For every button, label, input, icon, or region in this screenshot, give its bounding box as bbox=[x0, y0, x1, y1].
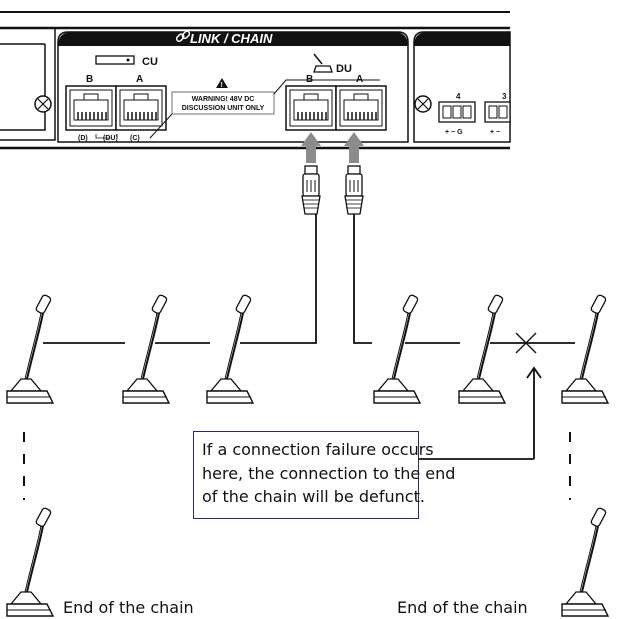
discussion-unit bbox=[561, 293, 613, 404]
screw-left bbox=[34, 95, 52, 113]
discussion-unit bbox=[206, 293, 258, 404]
cu-sub-label-du: (DU) bbox=[103, 135, 118, 142]
callout-line-3: of the chain will be defunct. bbox=[202, 487, 425, 506]
chain-cables bbox=[43, 214, 575, 460]
arrow-to-du-port-a bbox=[344, 132, 364, 163]
warning-triangle-icon bbox=[216, 78, 228, 88]
device-rear-panel: LINK / CHAIN CU B A (D) (DU) (C) ! bbox=[0, 11, 511, 150]
discussion-unit bbox=[122, 293, 174, 404]
microphone-unit-icon bbox=[313, 53, 333, 73]
end-of-chain-label-left: End of the chain bbox=[63, 598, 194, 617]
svg-text:!: ! bbox=[221, 82, 223, 89]
discussion-unit bbox=[373, 293, 425, 404]
callout-line-2: here, the connection to the end bbox=[202, 463, 456, 483]
cu-connector-group: CU B A (D) (DU) (C) bbox=[65, 55, 167, 142]
callout-line-1: If a connection failure occurs bbox=[202, 440, 434, 459]
warning-block: ! WARNING! 48V DC DISCUSSION UNIT ONLY bbox=[149, 78, 380, 139]
cu-port-b[interactable] bbox=[65, 85, 117, 131]
discussion-unit bbox=[6, 293, 58, 404]
cable-plug-b bbox=[301, 165, 321, 215]
insert-arrows bbox=[301, 132, 364, 163]
du-port-a-label: A bbox=[356, 74, 363, 85]
warning-line-1: WARNING! 48V DC bbox=[192, 96, 255, 103]
cu-sub-label-c: (C) bbox=[130, 135, 140, 142]
du-port-b-label: B bbox=[306, 74, 313, 85]
cable-plug-a bbox=[344, 165, 364, 215]
arrow-to-du-port-b bbox=[301, 132, 321, 163]
cu-port-a-label: A bbox=[136, 74, 143, 85]
cu-sub-label-d: (D) bbox=[78, 135, 88, 142]
cross-mark-icon bbox=[515, 332, 537, 354]
du-label: DU bbox=[336, 63, 352, 75]
cu-icon bbox=[95, 55, 135, 65]
failure-callout: If a connection failure occurs here, the… bbox=[193, 431, 456, 519]
terminal-pins-4: + − G bbox=[445, 129, 463, 136]
terminal-label-4: 4 bbox=[456, 92, 461, 101]
link-icon bbox=[175, 30, 191, 42]
warning-line-2: DISCUSSION UNIT ONLY bbox=[182, 105, 265, 112]
end-of-chain-label-right: End of the chain bbox=[397, 598, 528, 617]
terminal-block: 4 3 + − G + − bbox=[438, 92, 511, 136]
end-discussion-unit-left bbox=[6, 506, 58, 617]
cu-label: CU bbox=[142, 56, 158, 68]
terminal-label-3: 3 bbox=[502, 92, 507, 101]
cu-port-a[interactable] bbox=[115, 85, 167, 131]
panel-section-title: LINK / CHAIN bbox=[190, 31, 273, 46]
du-port-b[interactable] bbox=[285, 85, 337, 131]
screw-right bbox=[414, 95, 432, 113]
cu-port-b-label: B bbox=[86, 74, 93, 85]
end-discussion-unit-right bbox=[561, 506, 613, 617]
du-port-a[interactable] bbox=[335, 85, 387, 131]
discussion-unit bbox=[458, 293, 510, 404]
terminal-pins-3: + − bbox=[490, 129, 500, 136]
du-connector-group: DU B A bbox=[285, 53, 387, 131]
